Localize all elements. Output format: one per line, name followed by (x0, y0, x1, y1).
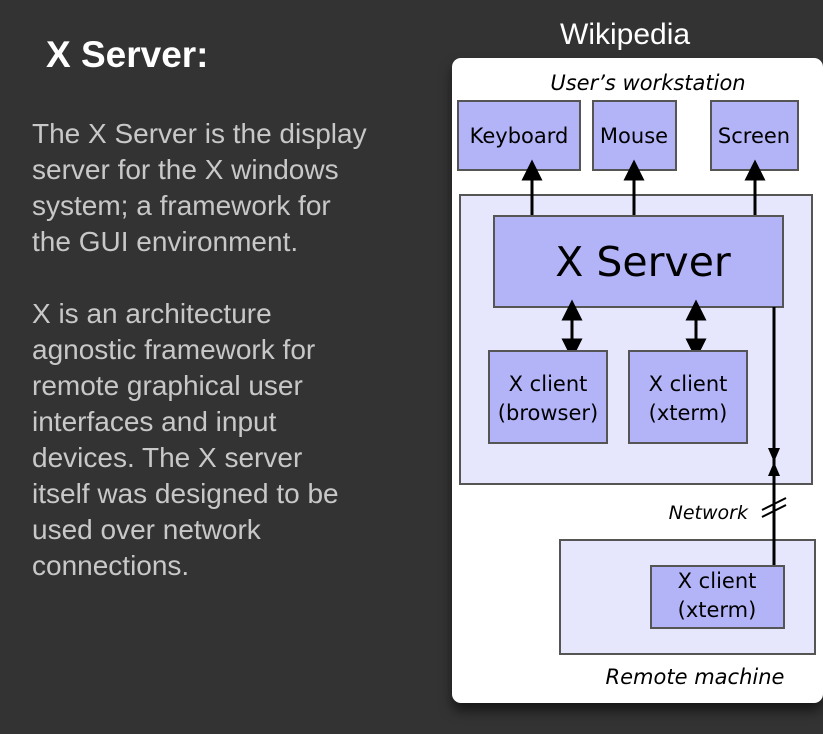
remote-client-box (650, 565, 785, 629)
client-browser-box (488, 350, 608, 444)
client-browser-line2: (browser) (498, 401, 598, 425)
remote-client-line1: X client (678, 569, 757, 593)
description-paragraph-2: X is an architecture agnostic framework … (32, 298, 339, 581)
client-xterm-box (628, 350, 748, 444)
client-xterm-line1: X client (649, 372, 728, 396)
network-break-mark-2 (761, 504, 787, 518)
network-label: Network (669, 502, 749, 524)
network-arrow (768, 448, 780, 476)
network-break-mark-1 (761, 497, 787, 511)
description-paragraph-1: The X Server is the display server for t… (32, 118, 367, 257)
source-credit: Wikipedia (560, 18, 691, 51)
x-server-diagram: User’s workstation Keyboard Mouse Screen… (452, 58, 823, 703)
workstation-label: User’s workstation (550, 71, 745, 95)
keyboard-box (457, 100, 581, 171)
screen-label: Screen (718, 124, 790, 148)
client-browser-line1: X client (509, 372, 588, 396)
x-server-label: X Server (555, 238, 731, 286)
remote-machine-label: Remote machine (606, 665, 785, 689)
client-xterm-line2: (xterm) (649, 401, 728, 425)
keyboard-label: Keyboard (470, 124, 569, 148)
remote-client-line2: (xterm) (678, 598, 757, 622)
mouse-box (592, 100, 677, 171)
mouse-label: Mouse (600, 124, 668, 148)
x-server-box (493, 215, 784, 308)
slide-title: X Server: (46, 34, 209, 75)
